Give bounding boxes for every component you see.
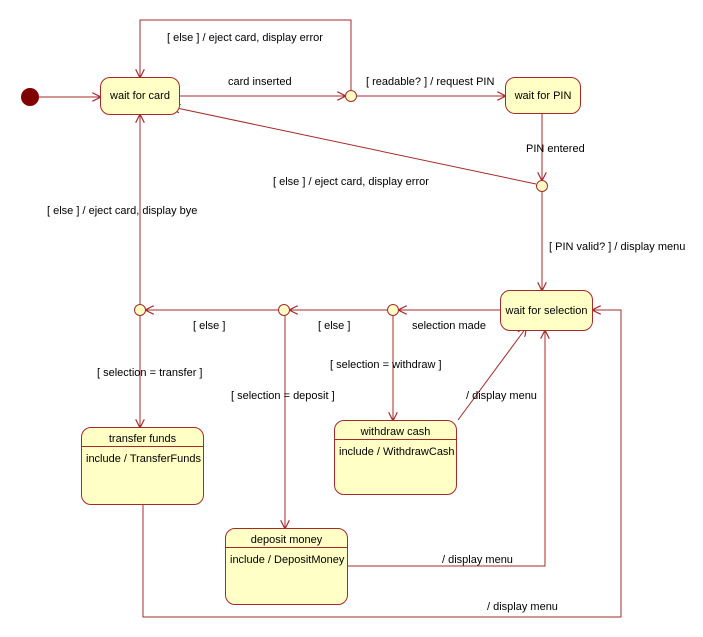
state-label: wait for PIN (514, 89, 572, 102)
label-selection-made: selection made (412, 320, 486, 332)
transition-else-eject-top[interactable] (140, 19, 352, 90)
label-selection-transfer: [ selection = transfer ] (97, 367, 203, 379)
label-selection-deposit: [ selection = deposit ] (231, 390, 335, 402)
state-wait-for-pin[interactable]: wait for PIN (505, 77, 581, 114)
state-divider (335, 439, 456, 440)
label-else-eject-bye: [ else ] / eject card, display bye (47, 205, 198, 217)
label-display-menu-deposit: / display menu (442, 554, 513, 566)
choice-card-inserted[interactable] (345, 90, 357, 102)
label-pin-entered: PIN entered (526, 143, 585, 155)
state-wait-for-card[interactable]: wait for card (100, 77, 180, 115)
label-display-menu-withdraw: / display menu (466, 390, 537, 402)
label-display-menu-transfer: / display menu (487, 601, 558, 613)
state-title: withdraw cash (360, 426, 431, 438)
state-title: transfer funds (108, 433, 177, 445)
label-else-mid: [ else ] (318, 320, 351, 332)
label-else-eject-error-mid: [ else ] / eject card, display error (273, 176, 429, 188)
transition-else-eject-mid[interactable] (172, 107, 537, 185)
state-divider (82, 446, 203, 447)
state-title: deposit money (250, 534, 323, 546)
state-withdraw-cash[interactable]: withdraw cash include / WithdrawCash (334, 420, 457, 495)
state-transfer-funds[interactable]: transfer funds include / TransferFunds (81, 427, 204, 505)
choice-pin-entered[interactable] (536, 180, 548, 192)
label-pin-valid-display-menu: [ PIN valid? ] / display menu (549, 241, 686, 253)
state-activity: include / WithdrawCash (339, 446, 455, 458)
label-card-inserted: card inserted (228, 76, 292, 88)
transition-transfer-display-menu[interactable] (142, 310, 622, 618)
transition-withdraw-display-menu[interactable] (457, 328, 526, 421)
label-readable-request-pin: [ readable? ] / request PIN (366, 76, 495, 88)
state-label: wait for card (110, 90, 170, 102)
state-divider (226, 547, 347, 548)
label-selection-withdraw: [ selection = withdraw ] (330, 359, 442, 371)
choice-selection-deposit[interactable] (278, 304, 290, 316)
state-activity: include / TransferFunds (86, 453, 201, 465)
label-else-eject-error-top: [ else ] / eject card, display error (167, 32, 323, 44)
state-label: wait for selection (505, 304, 588, 317)
initial-node[interactable] (21, 88, 39, 106)
state-deposit-money[interactable]: deposit money include / DepositMoney (225, 528, 348, 605)
state-activity: include / DepositMoney (230, 554, 345, 566)
choice-selection-withdraw[interactable] (387, 304, 399, 316)
transition-deposit-display-menu[interactable] (348, 331, 545, 567)
choice-selection-transfer[interactable] (134, 304, 146, 316)
label-else-left: [ else ] (193, 320, 226, 332)
state-wait-for-selection[interactable]: wait for selection (500, 290, 593, 331)
